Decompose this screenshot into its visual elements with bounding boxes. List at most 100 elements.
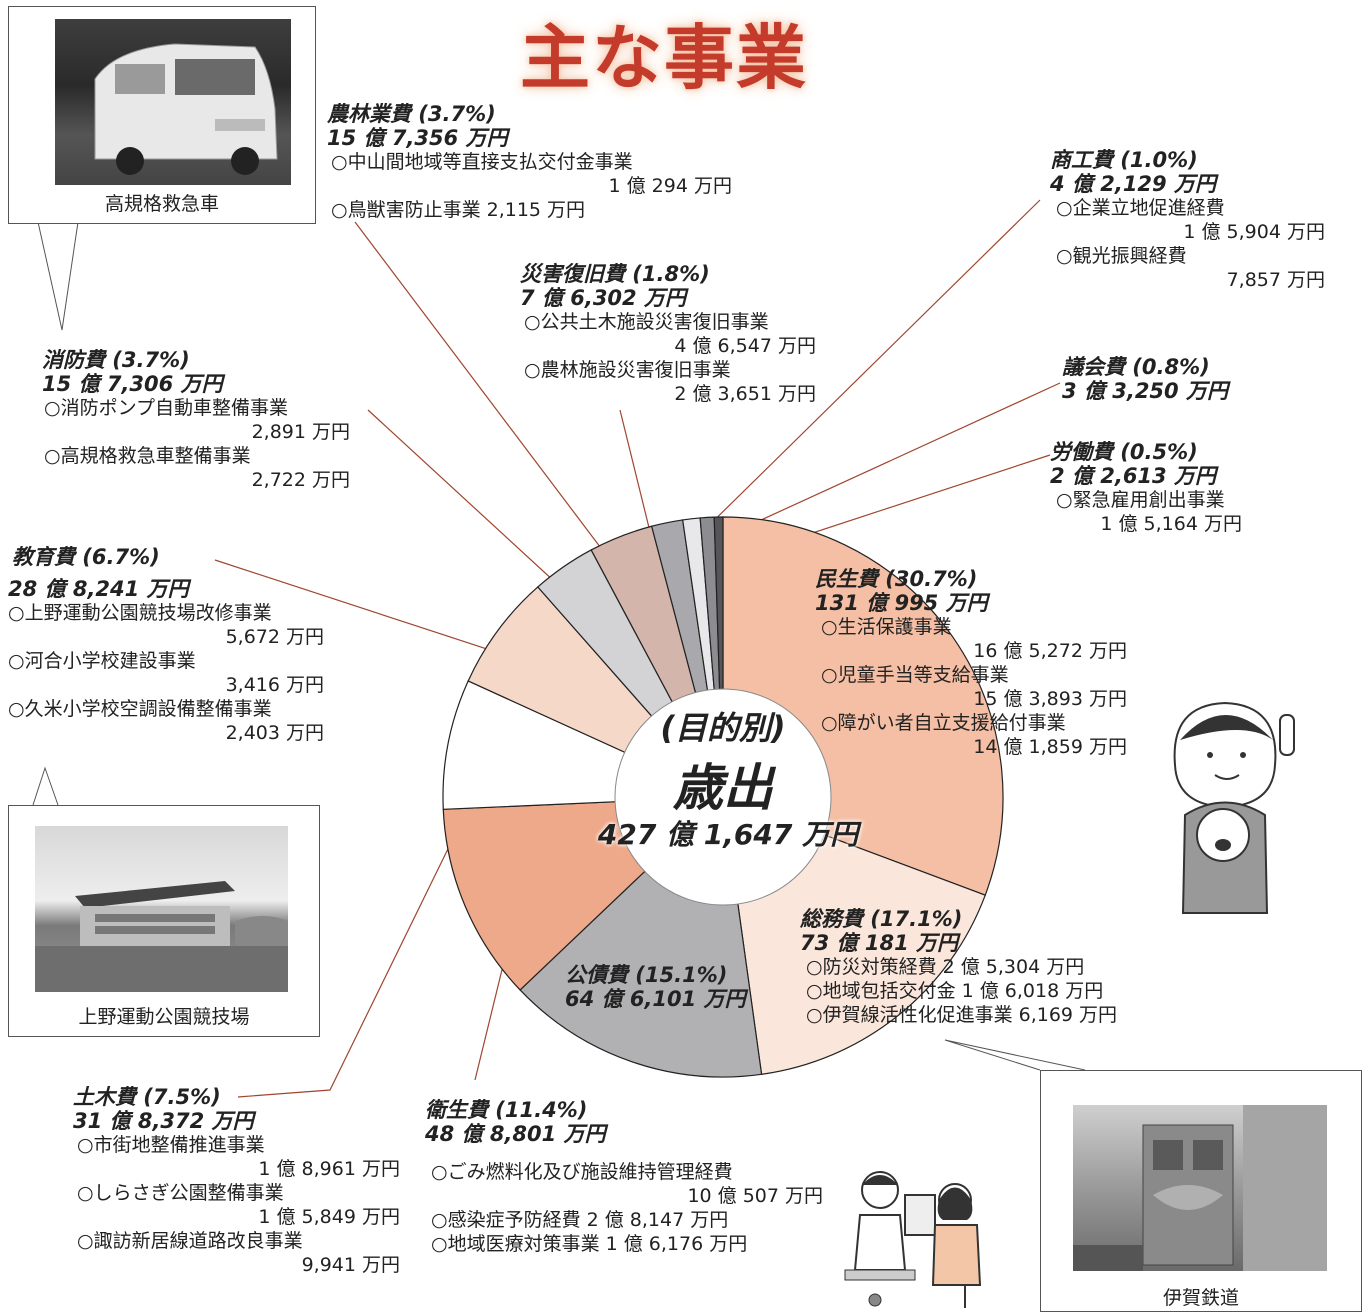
label-minsei-item2-value: 15 億 3,893 万円 [973,688,1127,710]
stadium-image [35,881,288,992]
label-minsei-amount: 131 億 995 万円 [815,591,988,615]
label-eisei-amount: 48 億 8,801 万円 [425,1122,606,1146]
label-somu-amount: 73 億 181 万円 [800,931,958,955]
label-kosai-title: 公債費 (15.1%) [565,963,728,987]
label-kyoiku-amount: 28 億 8,241 万円 [8,577,189,601]
label-minsei-item1-value: 16 億 5,272 万円 [973,640,1127,662]
label-shobo-item2: ○高規格救急車整備事業 [44,445,251,467]
label-minsei-title: 民生費 (30.7%) [815,567,978,591]
label-shoko-item1: ○企業立地促進経費 [1056,197,1225,219]
label-somu-title: 総務費 (17.1%) [800,907,963,931]
label-eisei-item3: ○地域医療対策事業 1 億 6,176 万円 [431,1233,748,1255]
label-shobo-title: 消防費 (3.7%) [42,348,190,372]
ambulance-caption: 高規格救急車 [104,193,219,215]
label-somu-item2: ○地域包括交付金 1 億 6,018 万円 [806,980,1104,1002]
ambulance-photo [55,19,291,185]
label-saigai-item2-value: 2 億 3,651 万円 [674,383,816,405]
label-shobo-item2-value: 2,722 万円 [251,469,350,491]
label-doboku-amount: 31 億 8,372 万円 [73,1109,254,1133]
label-eisei-item2: ○感染症予防経費 2 億 8,147 万円 [431,1209,729,1231]
label-shobo-item1: ○消防ポンプ自動車整備事業 [44,397,289,419]
label-eisei-item1-value: 10 億 507 万円 [687,1185,823,1207]
label-gikai-amount: 3 億 3,250 万円 [1062,379,1228,403]
train-caption: 伊賀鉄道 [1162,1287,1239,1309]
leader-nourin [354,221,626,581]
label-shoko-item2-value: 7,857 万円 [1226,269,1325,291]
label-kyoiku-item2-value: 3,416 万円 [225,674,324,696]
label-rodo-item1: ○緊急雇用創出事業 [1056,489,1225,511]
label-gikai: 議会費 (0.8%) 3 億 3,250 万円 [1062,355,1228,403]
label-eisei: 衛生費 (11.4%) 48 億 8,801 万円 ○ごみ燃料化及び施設維持管理… [425,1098,823,1256]
label-nourin-item1: ○中山間地域等直接支払交付金事業 [331,151,633,173]
label-saigai-amount: 7 億 6,302 万円 [520,286,686,310]
train-image [1073,1105,1327,1271]
leader-shoko [685,199,1041,549]
label-kyoiku-item2: ○河合小学校建設事業 [8,650,196,672]
label-kosai: 公債費 (15.1%) 64 億 6,101 万円 [565,963,746,1011]
label-gikai-title: 議会費 (0.8%) [1062,355,1210,379]
label-nourin: 農林業費 (3.7%) 15 億 7,356 万円 ○中山間地域等直接支払交付金… [327,102,732,222]
label-saigai: 災害復旧費 (1.8%) 7 億 6,302 万円 ○公共土木施設災害復旧事業 … [520,262,816,406]
label-doboku-item2-value: 1 億 5,849 万円 [258,1206,400,1228]
label-doboku-item3-value: 9,941 万円 [301,1254,400,1276]
label-saigai-item2: ○農林施設災害復旧事業 [524,359,731,381]
label-somu-item3: ○伊賀線活性化促進事業 6,169 万円 [806,1004,1118,1026]
label-minsei-item2: ○児童手当等支給事業 [821,664,1009,686]
label-kyoiku: 教育費 (6.7%) 28 億 8,241 万円 ○上野運動公園競技場改修事業 … [8,545,324,745]
pie-center-disc [614,688,832,906]
label-kyoiku-title: 教育費 (6.7%) [12,545,160,569]
stadium-caption: 上野運動公園競技場 [78,1006,250,1028]
label-saigai-title: 災害復旧費 (1.8%) [520,262,710,286]
label-rodo-title: 労働費 (0.5%) [1050,440,1198,464]
label-kyoiku-item3: ○久米小学校空調設備整備事業 [8,698,272,720]
label-doboku-item2: ○しらさぎ公園整備事業 [77,1182,284,1204]
label-kyoiku-item1: ○上野運動公園競技場改修事業 [8,602,272,624]
label-kyoiku-item3-value: 2,403 万円 [225,722,324,744]
label-rodo-amount: 2 億 2,613 万円 [1050,464,1216,488]
label-somu: 総務費 (17.1%) 73 億 181 万円 ○防災対策経費 2 億 5,30… [800,907,1117,1027]
ambulance-image [94,43,278,175]
label-shoko-item1-value: 1 億 5,904 万円 [1183,221,1325,243]
label-doboku: 土木費 (7.5%) 31 億 8,372 万円 ○市街地整備推進事業 1 億 … [73,1085,400,1277]
label-doboku-title: 土木費 (7.5%) [73,1085,221,1109]
label-eisei-item1: ○ごみ燃料化及び施設維持管理経費 [431,1161,733,1183]
label-minsei-item3-value: 14 億 1,859 万円 [973,736,1127,758]
label-saigai-item1: ○公共土木施設災害復旧事業 [524,311,769,333]
label-doboku-item3: ○諏訪新居線道路改良事業 [77,1230,303,1252]
leader-shobo [367,409,581,606]
page-title: 主な事業 [520,17,808,99]
label-minsei: 民生費 (30.7%) 131 億 995 万円 ○生活保護事業 16 億 5,… [815,567,1127,759]
label-shobo: 消防費 (3.7%) 15 億 7,306 万円 ○消防ポンプ自動車整備事業 2… [42,348,350,492]
label-saigai-item1-value: 4 億 6,547 万円 [674,335,816,357]
label-nourin-amount: 15 億 7,356 万円 [327,126,508,150]
label-doboku-item1: ○市街地整備推進事業 [77,1134,265,1156]
label-shobo-amount: 15 億 7,306 万円 [42,372,223,396]
center-total: 427 億 1,647 万円 [597,818,859,851]
stadium-photo [35,826,288,992]
consultation-illustration [844,1171,982,1308]
center-label-purpose: (目的別) [660,709,786,747]
parent-child-illustration [1173,701,1295,914]
label-kosai-amount: 64 億 6,101 万円 [565,987,746,1011]
train-photo [1073,1105,1327,1271]
label-somu-item1: ○防災対策経費 2 億 5,304 万円 [806,956,1085,978]
label-rodo-item1-value: 1 億 5,164 万円 [1100,513,1242,535]
label-shoko-item2: ○観光振興経費 [1056,245,1187,267]
photo-callout-train: 伊賀鉄道 [1040,1070,1362,1312]
photo-callout-stadium: 上野運動公園競技場 [8,805,320,1037]
label-minsei-item3: ○障がい者自立支援給付事業 [821,712,1066,734]
label-shoko-amount: 4 億 2,129 万円 [1050,172,1216,196]
label-kyoiku-item1-value: 5,672 万円 [225,626,324,648]
label-eisei-title: 衛生費 (11.4%) [425,1098,588,1122]
center-label-expenditure: 歳出 [673,759,773,817]
label-shobo-item1-value: 2,891 万円 [251,421,350,443]
label-nourin-item1-value: 1 億 294 万円 [608,175,732,197]
label-rodo: 労働費 (0.5%) 2 億 2,613 万円 ○緊急雇用創出事業 1 億 5,… [1050,440,1242,536]
label-nourin-item2: ○鳥獣害防止事業 2,115 万円 [331,199,586,221]
label-nourin-title: 農林業費 (3.7%) [327,102,496,126]
label-minsei-item1: ○生活保護事業 [821,616,952,638]
label-shoko-title: 商工費 (1.0%) [1050,148,1198,172]
leader-doboku [237,762,491,1098]
